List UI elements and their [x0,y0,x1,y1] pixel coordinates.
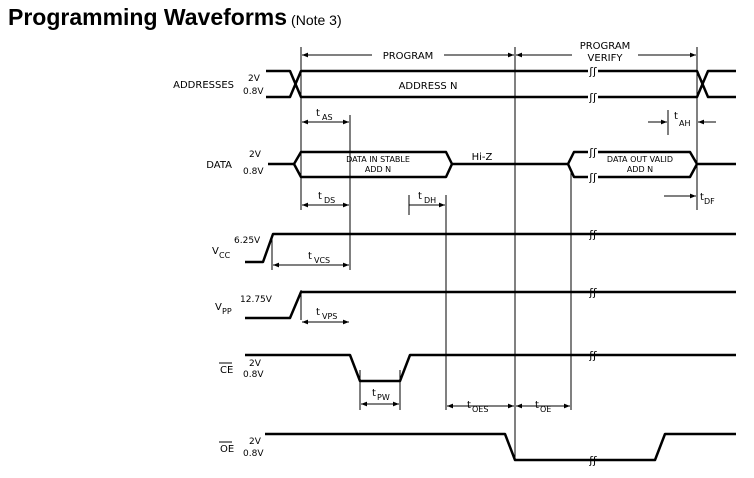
data-break-top: ʃʃ [588,146,597,159]
timing-toes: t OES [447,400,514,414]
phase-program: PROGRAM [302,51,514,62]
addresses-content: ADDRESS N [399,81,458,92]
ce-break: ʃʃ [588,349,597,362]
addresses-label: ADDRESSES [173,80,234,91]
timing-tah: t AH [648,111,716,128]
data-in-line1: DATA IN STABLE [346,155,410,164]
tvcs-sub: VCS [314,256,330,265]
toe-sub: OE [540,405,551,414]
tas-main: t [316,108,320,119]
signal-addresses: ADDRESSES 2V 0.8V ADDRESS N ʃʃ ʃʃ [173,65,736,104]
phase-program-label: PROGRAM [383,51,434,62]
tds-sub: DS [324,196,335,205]
ce-label: CE [220,365,233,376]
tdh-sub: DH [424,196,436,205]
signal-data: DATA 2V 0.8V DATA IN STABLE ADD N Hi-Z D… [206,146,736,184]
timing-tvps: t VPS [302,307,349,325]
signal-vcc: V CC 6.25V ʃʃ [212,228,736,264]
tvps-main: t [316,307,320,318]
diagram-title: Programming Waveforms(Note 3) [8,4,342,31]
data-in-line2: ADD N [365,165,391,174]
addresses-break-bottom: ʃʃ [588,91,597,104]
signal-ce: CE 2V 0.8V ʃʃ [219,349,736,383]
oe-break: ʃʃ [588,454,597,467]
oe-level-low: 0.8V [243,449,264,459]
data-break-bottom: ʃʃ [588,171,597,184]
reference-lines [271,47,698,460]
addresses-level-high: 2V [248,74,261,84]
toes-sub: OES [472,405,488,414]
timing-tpw: t PW [361,388,399,407]
oe-label: OE [220,444,234,455]
addresses-level-low: 0.8V [243,87,264,97]
tvps-sub: VPS [322,312,337,321]
data-hiz-label: Hi-Z [472,152,493,163]
vcc-level: 6.25V [234,236,261,246]
vcc-label-sub: CC [219,251,231,260]
vcc-break: ʃʃ [588,228,597,241]
timing-tds: t DS [302,191,349,208]
data-level-low: 0.8V [243,167,264,177]
ce-level-low: 0.8V [243,370,264,380]
vpp-label-sub: PP [222,307,232,316]
vcc-label-main: V [212,246,219,257]
phase-program-verify: PROGRAM VERIFY [516,41,696,64]
tdf-main: t [700,192,704,203]
signal-vpp: V PP 12.75V ʃʃ [215,286,736,320]
tdh-main: t [418,191,422,202]
data-out-line2: ADD N [627,165,653,174]
tvcs-main: t [308,251,312,262]
toes-main: t [467,400,471,411]
toe-main: t [535,400,539,411]
tdf-sub: DF [704,197,715,206]
tah-main: t [674,111,678,122]
timing-toe: t OE [516,400,570,414]
data-level-high: 2V [249,150,262,160]
page-title: Programming Waveforms [8,4,288,30]
vpp-break: ʃʃ [588,286,597,299]
ce-level-high: 2V [249,359,262,369]
oe-level-high: 2V [249,437,262,447]
tpw-sub: PW [377,393,390,402]
tah-sub: AH [679,119,691,128]
timing-tas: t AS [302,108,349,125]
timing-tdf: t DF [664,192,715,206]
addresses-break-top: ʃʃ [588,65,597,78]
phase-verify-label-line2: VERIFY [588,53,624,64]
vpp-level: 12.75V [240,295,273,305]
timing-tdh: t DH [408,191,445,215]
data-out-line1: DATA OUT VALID [607,155,673,164]
tds-main: t [318,191,322,202]
data-label: DATA [206,160,232,171]
phase-verify-label-line1: PROGRAM [580,41,631,52]
signal-oe: OE 2V 0.8V ʃʃ [219,432,736,467]
vpp-label-main: V [215,302,222,313]
title-note: (Note 3) [291,12,342,28]
tpw-main: t [372,388,376,399]
timing-tvcs: t VCS [273,251,349,268]
tas-sub: AS [322,113,333,122]
